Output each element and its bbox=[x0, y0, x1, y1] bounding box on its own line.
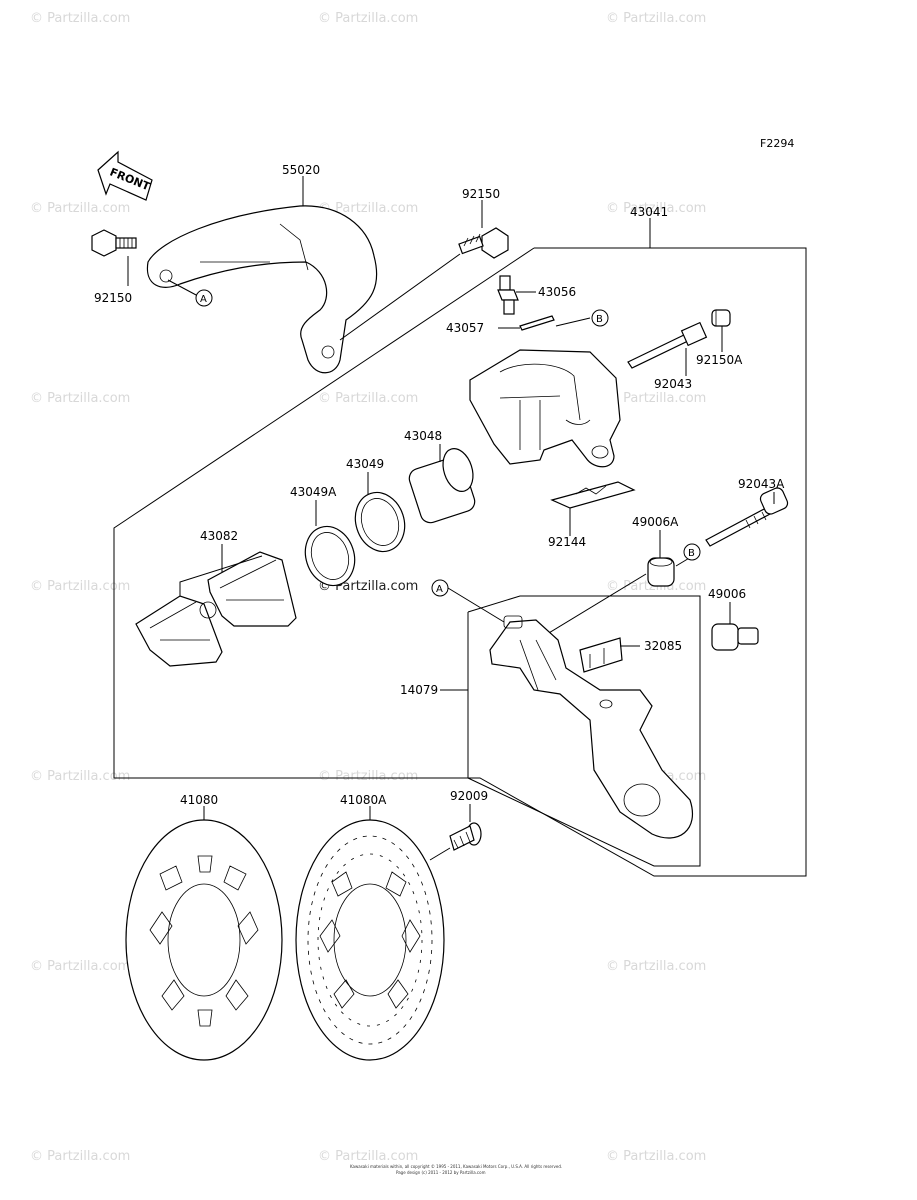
bolt-axis-line bbox=[339, 253, 461, 341]
part-92150-left-bolt bbox=[91, 229, 137, 257]
svg-text:B: B bbox=[688, 548, 695, 559]
bracket-outline-14079 bbox=[467, 595, 701, 867]
watermark: © Partzilla.com bbox=[30, 11, 130, 26]
svg-text:B: B bbox=[596, 314, 603, 325]
svg-text:A: A bbox=[436, 584, 443, 595]
assembly-outline-43041 bbox=[113, 247, 807, 877]
leader-a-bottom bbox=[447, 587, 505, 623]
watermark: © Partzilla.com bbox=[606, 959, 706, 974]
footer-copyright: Kawasaki materials within, all copyright… bbox=[350, 1164, 562, 1169]
callout-b-top: B bbox=[591, 309, 609, 327]
watermark: © Partzilla.com bbox=[318, 11, 418, 26]
label-92043: 92043 bbox=[654, 377, 692, 391]
label-43057: 43057 bbox=[446, 321, 484, 335]
label-43041: 43041 bbox=[630, 205, 668, 219]
watermark: © Partzilla.com bbox=[318, 769, 418, 784]
callout-a-top: A bbox=[195, 289, 213, 307]
label-49006: 49006 bbox=[708, 587, 746, 601]
part-43048-piston bbox=[408, 448, 476, 524]
part-41080A-brake-disc bbox=[295, 819, 445, 1061]
watermark: © Partzilla.com bbox=[30, 769, 130, 784]
label-92150-left: 92150 bbox=[94, 291, 132, 305]
part-49006A-boot bbox=[647, 557, 675, 587]
boot-axis-line bbox=[533, 573, 647, 643]
watermark: © Partzilla.com bbox=[606, 1149, 706, 1164]
label-92009: 92009 bbox=[450, 789, 488, 803]
part-43041-caliper-body bbox=[469, 349, 621, 468]
watermark: © Partzilla.com bbox=[606, 11, 706, 26]
watermark: © Partzilla.com bbox=[318, 201, 418, 216]
part-41080-brake-disc bbox=[125, 819, 283, 1061]
part-92043A-slide-pin bbox=[705, 487, 789, 547]
part-43057-pin bbox=[519, 315, 555, 331]
callout-b-bottom: B bbox=[683, 543, 701, 561]
label-41080: 41080 bbox=[180, 793, 218, 807]
diagram-code: F2294 bbox=[760, 137, 794, 150]
part-92009-disc-bolt bbox=[449, 822, 482, 851]
part-92150A-plug bbox=[711, 309, 731, 327]
svg-text:A: A bbox=[200, 294, 207, 305]
watermark: © Partzilla.com bbox=[30, 201, 130, 216]
label-49006A: 49006A bbox=[632, 515, 679, 529]
label-14079: 14079 bbox=[400, 683, 438, 697]
footer-design: Page design (c) 2011 - 2012 by Partzilla… bbox=[396, 1170, 486, 1175]
part-43049A-dust-seal bbox=[304, 525, 356, 587]
watermark: © Partzilla.com bbox=[30, 579, 130, 594]
label-92144: 92144 bbox=[548, 535, 586, 549]
label-43049A: 43049A bbox=[290, 485, 337, 499]
label-43056: 43056 bbox=[538, 285, 576, 299]
part-14079-caliper-bracket bbox=[489, 615, 693, 839]
leader-b-top bbox=[555, 317, 591, 327]
callout-a-bottom: A bbox=[431, 579, 449, 597]
label-92150A: 92150A bbox=[696, 353, 743, 367]
label-43082: 43082 bbox=[200, 529, 238, 543]
leader-43082 bbox=[179, 555, 263, 596]
watermark: © Partzilla.com bbox=[30, 391, 130, 406]
watermark: © Partzilla.com bbox=[606, 391, 706, 406]
watermark: © Partzilla.com bbox=[30, 959, 130, 974]
label-92150-top: 92150 bbox=[462, 187, 500, 201]
watermark: © Partzilla.com bbox=[30, 1149, 130, 1164]
part-43056-bleeder-valve bbox=[497, 275, 519, 315]
label-32085: 32085 bbox=[644, 639, 682, 653]
part-49006-boot bbox=[711, 623, 759, 651]
part-43049-piston-seal bbox=[354, 491, 406, 553]
part-32085-spring bbox=[579, 637, 623, 673]
bolt-92009-axis bbox=[429, 847, 451, 861]
label-43048: 43048 bbox=[404, 429, 442, 443]
part-55020-caliper-guard bbox=[146, 205, 378, 374]
part-92150-top-bolt bbox=[458, 227, 509, 259]
watermark: © Partzilla.com bbox=[318, 1149, 418, 1164]
watermark: © Partzilla.com bbox=[606, 201, 706, 216]
label-92043A: 92043A bbox=[738, 477, 785, 491]
label-43049: 43049 bbox=[346, 457, 384, 471]
part-92043-slide-pin bbox=[627, 321, 708, 369]
leader-a-top bbox=[167, 279, 199, 297]
part-92144-pad-spring bbox=[550, 481, 636, 509]
part-43082-brake-pads bbox=[135, 551, 297, 667]
label-41080A: 41080A bbox=[340, 793, 387, 807]
front-arrow-icon: FRONT bbox=[97, 150, 153, 201]
label-55020: 55020 bbox=[282, 163, 320, 177]
watermark: © Partzilla.com bbox=[318, 391, 418, 406]
